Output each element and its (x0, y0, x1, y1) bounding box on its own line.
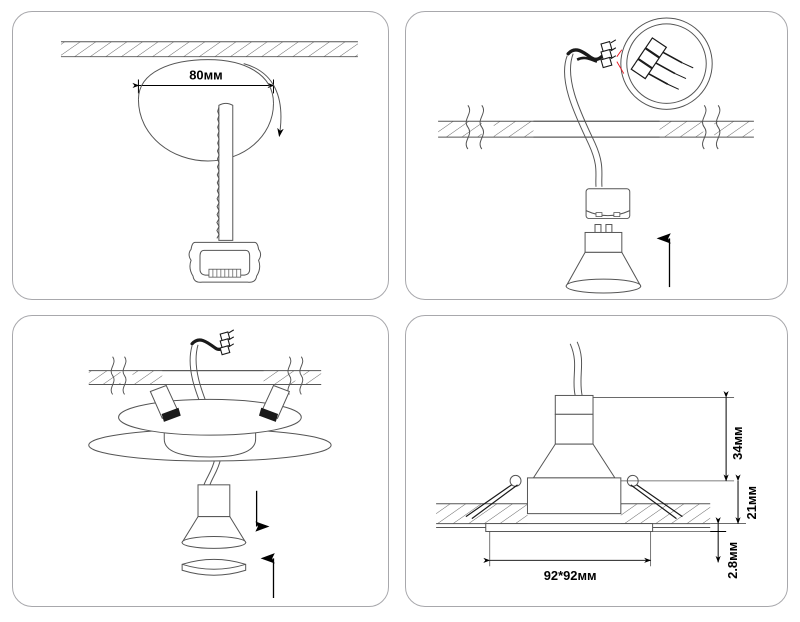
break-symbol-right (702, 105, 721, 150)
panel-final-dimensions: 34мм 21мм 2.8мм 92*92мм (405, 315, 788, 607)
gu10-bulb (565, 224, 642, 294)
dimension-hole-diameter: 80мм (132, 68, 275, 94)
keyhole-saw (188, 102, 262, 283)
spring-clip-right (258, 384, 291, 422)
spring-clip-right (626, 474, 683, 520)
break-symbol-left (110, 356, 127, 395)
panel-mount-fixture-body (12, 315, 389, 607)
gu10-bulb (181, 484, 247, 549)
curved-arrow (243, 63, 284, 138)
label-frame-size: 92*92мм (544, 568, 597, 583)
ceiling-slab (88, 356, 322, 395)
break-symbol-right (287, 356, 304, 395)
panel-cut-ceiling-hole: 80мм (12, 11, 389, 300)
dimension-recess-depth: 21мм (710, 474, 759, 525)
dimension-lamp-height: 34мм (593, 390, 745, 482)
panel-connect-wiring (405, 11, 788, 300)
ceiling-slab (438, 105, 754, 150)
dimension-trim-thickness: 2.8мм (652, 517, 740, 579)
ceiling-slab (60, 41, 358, 58)
hole-ellipse (137, 59, 274, 162)
terminal-block (190, 329, 235, 356)
fixture-housing (88, 398, 332, 462)
ceiling-slab (436, 503, 711, 525)
detail-circle (616, 17, 713, 110)
label-trim-thickness: 2.8мм (725, 542, 740, 579)
label-recess-depth: 21мм (744, 486, 759, 519)
supply-cable (564, 53, 603, 187)
label-lamp-height: 34мм (730, 426, 745, 459)
trim-frame (436, 523, 711, 533)
luminaire-body (526, 394, 622, 515)
label-hole-diameter: 80мм (189, 68, 222, 83)
break-symbol-left (465, 105, 484, 150)
spring-clip-left (465, 474, 522, 520)
handle-grip-ribs (208, 268, 242, 278)
supply-cable (569, 341, 583, 396)
dimension-frame-size: 92*92мм (483, 531, 652, 583)
spring-clip-left (149, 384, 181, 422)
trim-ring (181, 558, 247, 576)
terminal-block (566, 39, 617, 69)
lamp-socket (585, 188, 631, 220)
